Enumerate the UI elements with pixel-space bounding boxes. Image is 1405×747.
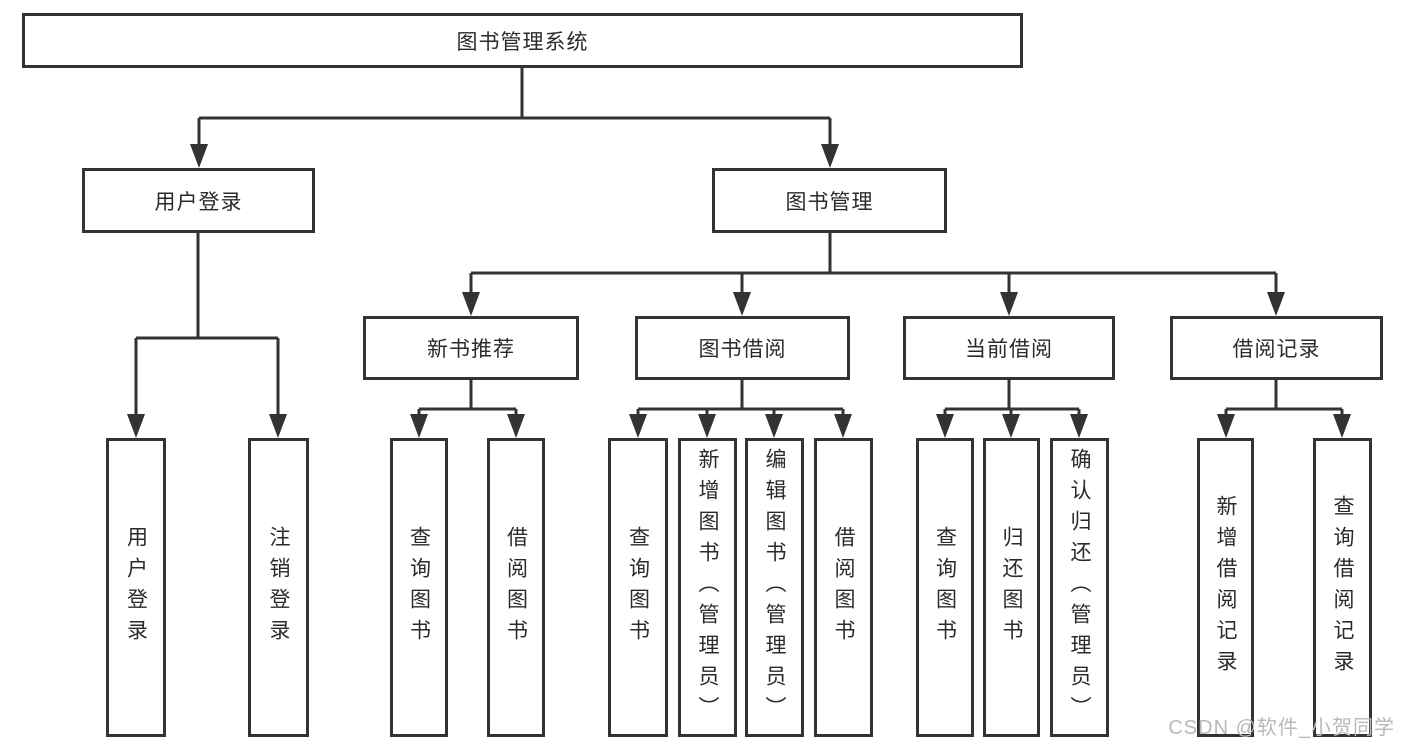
connector-root [190,68,839,168]
connector-user-login [127,233,287,438]
node-leaf-add-books-admin: 新增图书（管理员） [678,438,737,737]
node-label: 借阅记录 [1232,338,1321,361]
node-label: 查询图书 [933,525,957,650]
node-user-login: 用户登录 [82,168,315,233]
node-leaf-borrow-books-recommend: 借阅图书 [487,438,545,737]
node-leaf-return-books: 归还图书 [983,438,1040,737]
arrow-down-icon [733,292,751,316]
node-label: 图书管理系统 [456,30,589,54]
arrow-down-icon [462,292,480,316]
connector-current-borrow [936,380,1088,438]
node-leaf-add-borrow-record: 新增借阅记录 [1197,438,1254,737]
node-label: 新书推荐 [427,338,515,361]
arrow-down-icon [1070,414,1088,438]
arrow-down-icon [127,414,145,438]
node-book-borrow: 图书借阅 [635,316,850,380]
connector-new-book-recommend [410,380,525,438]
arrow-down-icon [765,414,783,438]
node-label: 归还图书 [1000,525,1023,650]
node-label: 借阅图书 [832,525,855,650]
node-label: 图书管理 [785,190,874,214]
node-leaf-query-books-current: 查询图书 [916,438,974,737]
connector-book-borrow [629,380,852,438]
node-label: 新增图书（管理员） [696,448,719,727]
arrow-down-icon [698,414,716,438]
arrow-down-icon [269,414,287,438]
arrow-down-icon [821,144,839,168]
node-leaf-edit-books-admin: 编辑图书（管理员） [745,438,804,737]
node-label: 查询图书 [407,525,431,650]
node-label: 当前借阅 [965,338,1053,361]
node-label: 用户登录 [154,190,243,214]
csdn-watermark: CSDN @软件_小贺同学 [1168,717,1395,739]
node-label: 用户登录 [124,525,148,650]
node-label: 图书借阅 [698,338,787,361]
node-leaf-query-borrow-record: 查询借阅记录 [1313,438,1372,737]
arrow-down-icon [410,414,428,438]
node-leaf-query-books-recommend: 查询图书 [390,438,448,737]
node-label: 借阅图书 [504,525,528,650]
arrow-down-icon [1217,414,1235,438]
node-label: 确认归还（管理员） [1068,448,1091,727]
arrow-down-icon [629,414,647,438]
arrow-down-icon [190,144,208,168]
arrow-down-icon [1000,292,1018,316]
arrow-down-icon [936,414,954,438]
arrow-down-icon [834,414,852,438]
node-label: 编辑图书（管理员） [763,448,786,727]
node-leaf-query-books-borrow: 查询图书 [608,438,668,737]
node-new-book-recommend: 新书推荐 [363,316,579,380]
node-label: 查询图书 [626,525,650,650]
node-label: 注销登录 [267,525,290,650]
arrow-down-icon [507,414,525,438]
node-label: 新增借阅记录 [1214,494,1237,681]
node-book-management: 图书管理 [712,168,947,233]
node-leaf-logout: 注销登录 [248,438,309,737]
arrow-down-icon [1333,414,1351,438]
node-leaf-borrow-books: 借阅图书 [814,438,873,737]
node-leaf-confirm-return-admin: 确认归还（管理员） [1050,438,1109,737]
connector-book-management [462,233,1285,316]
connector-borrow-record [1217,380,1351,438]
node-label: 查询借阅记录 [1331,494,1354,681]
node-current-borrow: 当前借阅 [903,316,1115,380]
node-library-system: 图书管理系统 [22,13,1023,68]
node-leaf-user-login: 用户登录 [106,438,166,737]
arrow-down-icon [1002,414,1020,438]
arrow-down-icon [1267,292,1285,316]
node-borrow-record: 借阅记录 [1170,316,1383,380]
